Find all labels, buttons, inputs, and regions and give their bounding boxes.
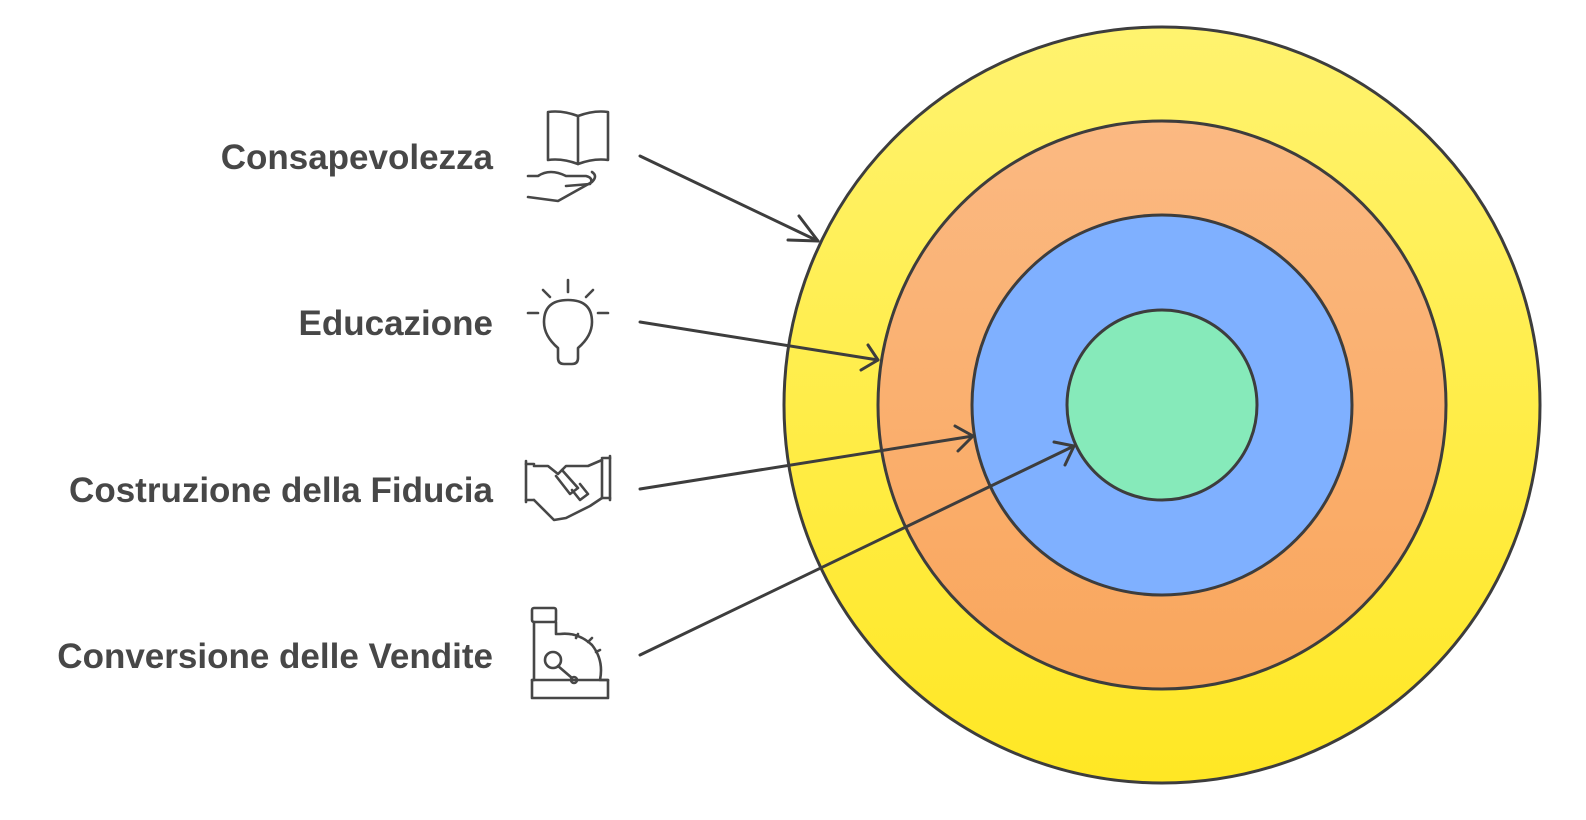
arrow-consapevolezza <box>638 154 820 243</box>
arrow-costruzione-fiducia <box>638 424 975 491</box>
label-educazione: Educazione <box>299 304 493 343</box>
handshake-icon <box>524 454 612 522</box>
arrow-educazione <box>638 320 880 372</box>
label-costruzione-fiducia: Costruzione della Fiducia <box>69 471 493 510</box>
ring-conversione-vendite <box>1065 308 1259 502</box>
lightbulb-icon <box>526 278 610 366</box>
label-conversione-vendite: Conversione delle Vendite <box>57 637 493 676</box>
cash-register-icon <box>530 606 610 700</box>
label-consapevolezza: Consapevolezza <box>221 138 494 177</box>
arrow-conversione-vendite <box>638 440 1076 657</box>
open-book-hand-icon <box>526 110 610 203</box>
